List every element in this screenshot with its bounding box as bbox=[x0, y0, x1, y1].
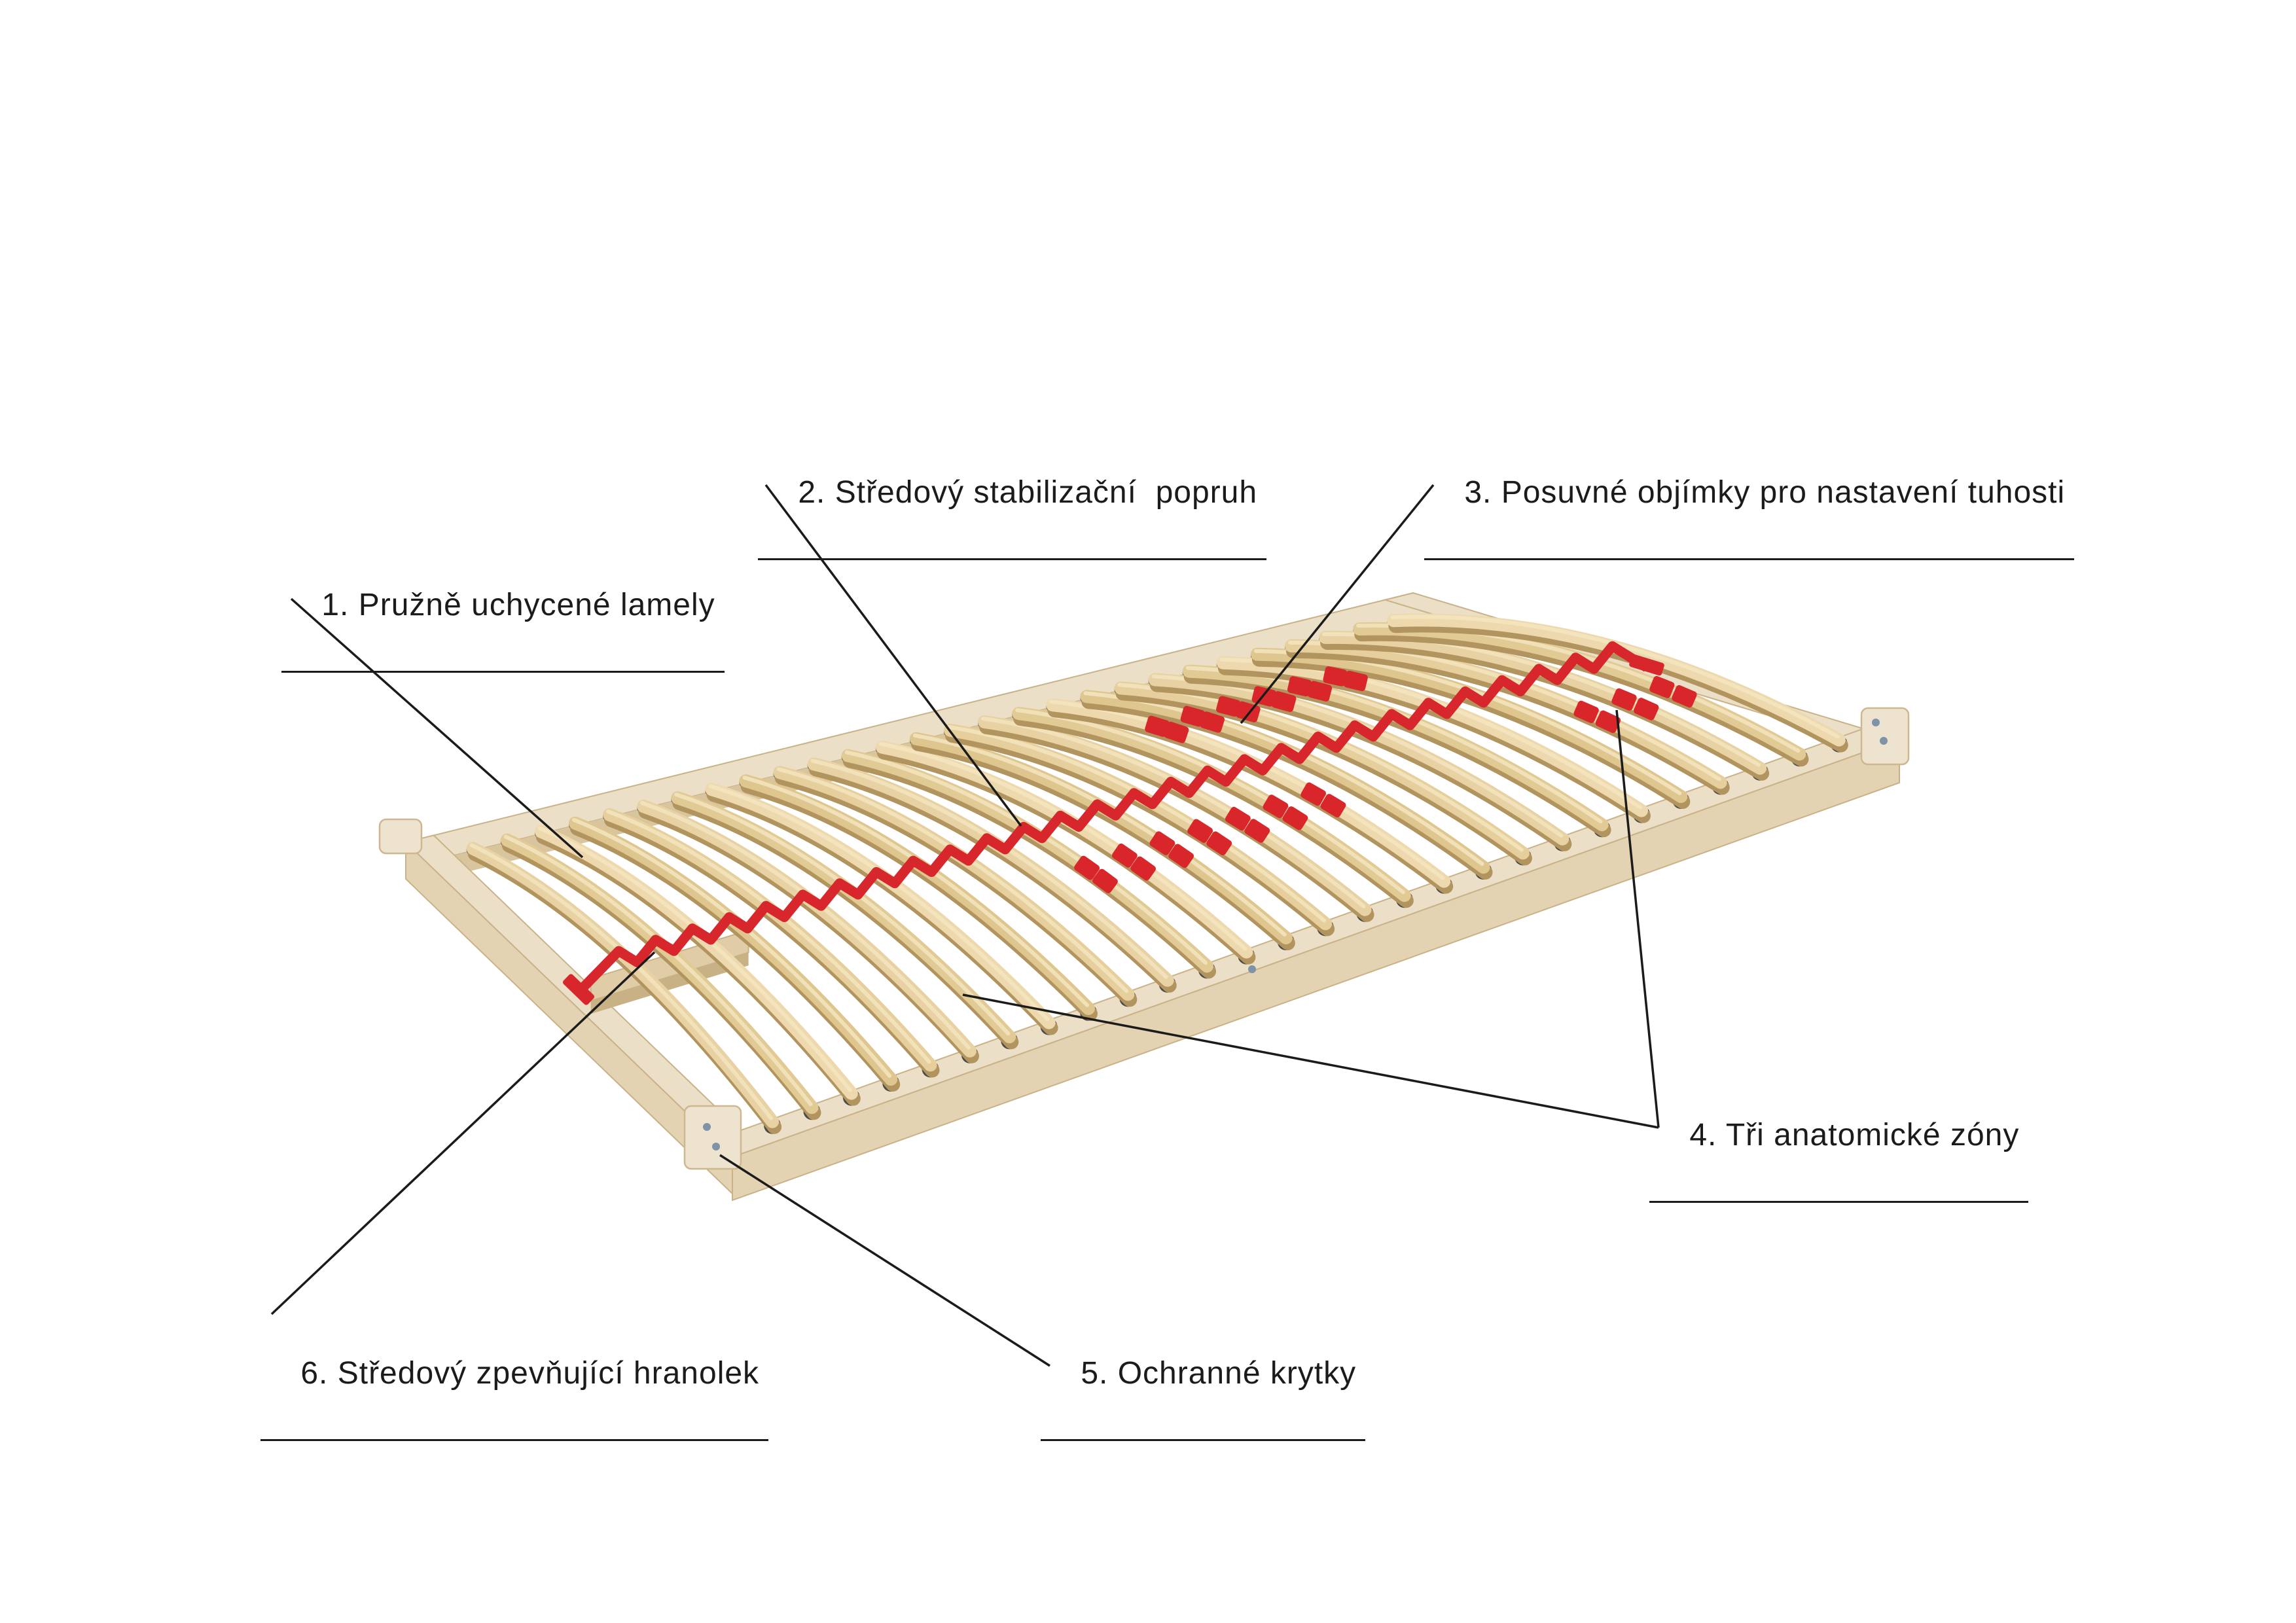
firmness-clips bbox=[1074, 666, 1697, 893]
callout-5-text: 5. Ochranné krytky bbox=[1081, 1355, 1357, 1391]
callout-3-sliding-firmness-clips: 3. Posuvné objímky pro nastavení tuhosti bbox=[1424, 436, 2075, 560]
callout-4-three-anatomic-zones: 4. Tři anatomické zóny bbox=[1649, 1079, 2029, 1203]
callout-6-text: 6. Středový zpevňující hranolek bbox=[300, 1355, 760, 1391]
callout-6-central-reinforcing-bar: 6. Středový zpevňující hranolek bbox=[260, 1317, 769, 1441]
callout-1-text: 1. Pružně uchycené lamely bbox=[321, 587, 715, 622]
callout-4-text: 4. Tři anatomické zóny bbox=[1689, 1117, 2020, 1152]
screws bbox=[703, 719, 1888, 1150]
callout-2-text: 2. Středový stabilizační popruh bbox=[798, 474, 1258, 510]
callout-2-central-stabilizing-strap: 2. Středový stabilizační popruh bbox=[758, 436, 1267, 560]
stabilizing-strap bbox=[563, 641, 1664, 1005]
leader-lines bbox=[270, 484, 1660, 1367]
callout-1-flexibly-mounted-slats: 1. Pružně uchycené lamely bbox=[281, 548, 725, 673]
callout-3-text: 3. Posuvné objímky pro nastavení tuhosti bbox=[1464, 474, 2066, 510]
callout-5-protective-caps: 5. Ochranné krytky bbox=[1041, 1317, 1366, 1441]
